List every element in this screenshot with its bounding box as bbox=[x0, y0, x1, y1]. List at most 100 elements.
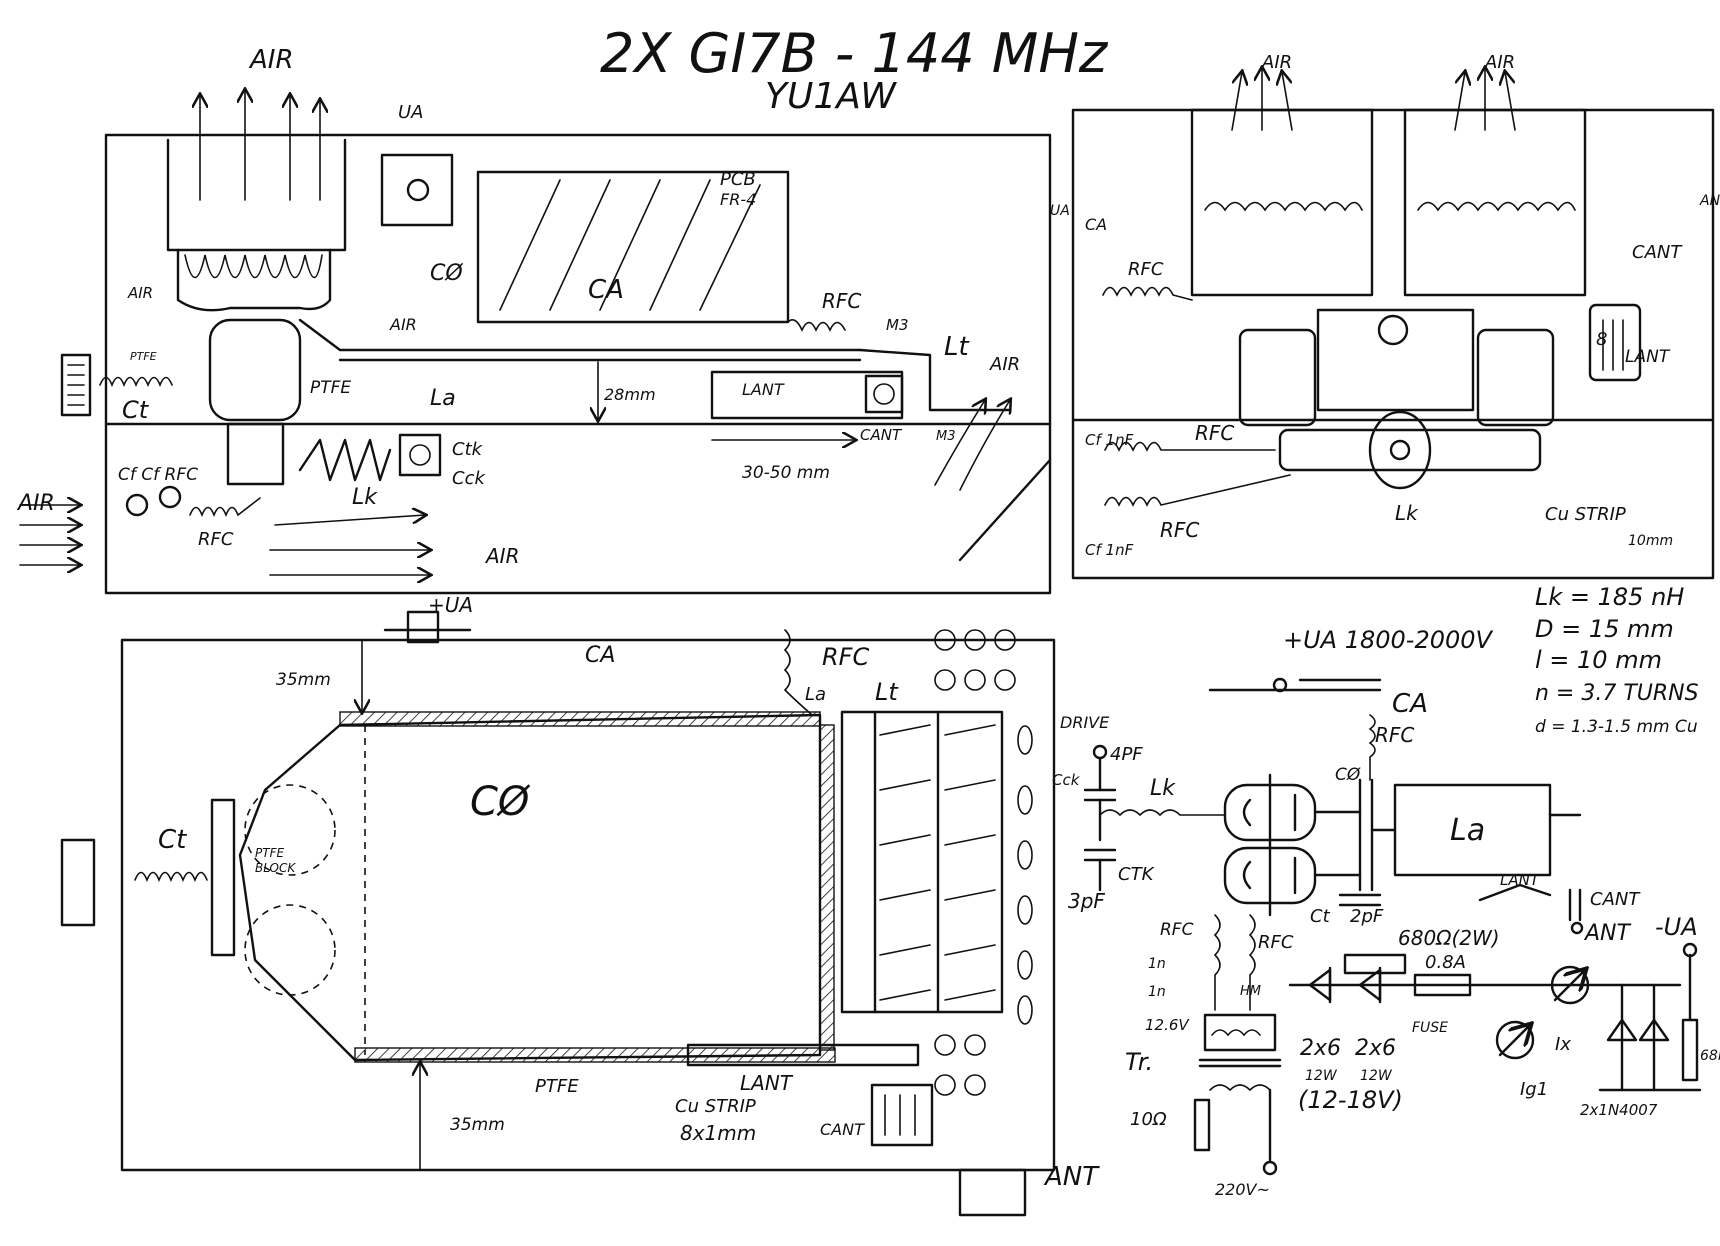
label-ig1: Ig1 bbox=[1520, 1079, 1548, 1100]
lk-schematic bbox=[1099, 809, 1226, 817]
ct-spring-top bbox=[134, 871, 208, 883]
label-rfc-top: RFC bbox=[822, 643, 869, 671]
resistor-680-ohm bbox=[1343, 953, 1407, 975]
label-ca: CA bbox=[588, 275, 624, 305]
label-ua: UA bbox=[398, 102, 424, 123]
schematic: +UA 1800-2000V CA RFC DRIVE 4PF Cck Lk C… bbox=[1052, 626, 1720, 1199]
label-lt-top: Lt bbox=[875, 678, 899, 706]
label-hm: HM bbox=[1240, 984, 1261, 999]
label-lk-schematic: Lk bbox=[1150, 776, 1176, 801]
label-lt: Lt bbox=[944, 332, 969, 362]
label-ct: Ct bbox=[122, 396, 150, 424]
label-cant-front: CANT bbox=[1632, 242, 1683, 263]
label-dim-35mm-top: 35mm bbox=[276, 670, 331, 690]
label-la-schematic: La bbox=[1450, 813, 1485, 848]
author-callsign: YU1AW bbox=[765, 76, 897, 117]
label-air-front-1: AIR bbox=[1261, 52, 1292, 73]
lt-strip bbox=[858, 348, 1012, 412]
rfc-bottom-coil bbox=[189, 497, 261, 518]
label-3pf: 3pF bbox=[1068, 889, 1105, 913]
label-zener-range: (12-18V) bbox=[1298, 1086, 1403, 1114]
ua-terminal bbox=[406, 610, 440, 644]
ct-knob[interactable] bbox=[60, 353, 92, 417]
mains-terminal bbox=[1262, 1160, 1278, 1176]
label-rfc-front-3: RFC bbox=[1160, 518, 1199, 542]
label-c0-top: CØ bbox=[470, 779, 531, 825]
cant-cap bbox=[864, 374, 904, 414]
label-plus-ua: +UA bbox=[428, 593, 473, 617]
label-ct-schematic: Ct bbox=[1310, 906, 1331, 927]
label-ptfe-block-1: PTFE bbox=[255, 846, 284, 860]
ptfe-block bbox=[210, 798, 236, 957]
c0-plate bbox=[238, 713, 822, 1062]
label-fr4: FR-4 bbox=[720, 190, 756, 209]
ant-terminal bbox=[1570, 921, 1584, 935]
ua-feedthrough bbox=[380, 153, 454, 227]
label-ctk-schematic: CTK bbox=[1118, 864, 1155, 885]
label-lk: Lk bbox=[352, 485, 378, 510]
ptfe-bottom-strip bbox=[354, 1047, 836, 1063]
label-ptfe: PTFE bbox=[310, 378, 351, 398]
label-m3: M3 bbox=[886, 316, 909, 334]
resistor-68k bbox=[1681, 1018, 1699, 1082]
lant-schematic bbox=[1478, 883, 1552, 902]
transformer-primary bbox=[1209, 1084, 1271, 1092]
top-view-chassis bbox=[120, 638, 1056, 1172]
spec-turns: n = 3.7 TURNS bbox=[1535, 681, 1699, 706]
label-lk-front: Lk bbox=[1395, 501, 1419, 525]
label-cu-strip-top: Cu STRIP bbox=[675, 1096, 756, 1117]
label-air: AIR bbox=[248, 45, 294, 75]
label-lant-front: LANT bbox=[1625, 347, 1671, 367]
side-view-chassis bbox=[104, 133, 1052, 595]
label-12v: 12.6V bbox=[1145, 1016, 1190, 1034]
label-zener-2: 2x6 bbox=[1355, 1036, 1396, 1061]
label-1n-a: 1n bbox=[1148, 956, 1166, 972]
ptfe-side-strip bbox=[819, 724, 835, 1051]
label-rfc-k2: RFC bbox=[1258, 932, 1294, 953]
schematic-rfc-anode bbox=[1368, 714, 1376, 781]
label-cu-strip-front: Cu STRIP bbox=[1545, 504, 1626, 525]
drawing-title: 2X GI7B - 144 MHz bbox=[600, 22, 1109, 85]
label-c0-schematic: CØ bbox=[1335, 765, 1361, 785]
label-la: La bbox=[430, 386, 456, 411]
label-mains: 220V~ bbox=[1215, 1180, 1270, 1199]
label-ptfe-top: PTFE bbox=[535, 1076, 579, 1097]
label-cf-front-bottom: Cf 1nF bbox=[1085, 541, 1134, 559]
label-ptfe-small: PTFE bbox=[130, 350, 157, 363]
resistor-10-ohm bbox=[1193, 1098, 1211, 1152]
cu-strip-lk bbox=[1278, 428, 1542, 472]
label-dim-8: 8 bbox=[1596, 329, 1607, 350]
front-cant bbox=[1588, 303, 1642, 382]
label-dim-30-50: 30-50 mm bbox=[742, 463, 830, 483]
label-cant: CANT bbox=[860, 426, 903, 444]
tube-right-body bbox=[1476, 328, 1555, 427]
label-diodes: 2x1N4007 bbox=[1580, 1101, 1658, 1119]
label-pcb: PCB bbox=[720, 169, 756, 190]
tube-right-housing bbox=[1403, 108, 1587, 297]
rfc-filament-2 bbox=[1248, 914, 1256, 1011]
label-minus-ua: -UA bbox=[1655, 913, 1698, 941]
label-ca-front: CA bbox=[1085, 215, 1107, 234]
ctk-cap[interactable] bbox=[398, 433, 442, 477]
label-drive: DRIVE bbox=[1060, 713, 1110, 732]
label-2pf: 2pF bbox=[1350, 906, 1384, 927]
label-la-top: La bbox=[805, 684, 826, 705]
label-dim-28mm: 28mm bbox=[604, 385, 656, 404]
ct-knob-top[interactable] bbox=[60, 838, 96, 927]
spec-lk: Lk = 185 nH bbox=[1535, 583, 1684, 611]
spec-diameter: D = 15 mm bbox=[1535, 615, 1674, 643]
label-ct-top: Ct bbox=[158, 825, 187, 855]
label-zener-p2: 12W bbox=[1360, 1068, 1393, 1084]
tube-housing bbox=[166, 138, 347, 252]
label-ua-supply: +UA 1800-2000V bbox=[1283, 626, 1494, 654]
label-zener-p1: 12W bbox=[1305, 1068, 1338, 1084]
label-rfc: RFC bbox=[822, 289, 861, 313]
label-rfc-front-2: RFC bbox=[1195, 421, 1234, 445]
label-cu-strip-width: 10mm bbox=[1628, 533, 1673, 549]
top-rfc-coil bbox=[783, 629, 813, 716]
label-air-mid: AIR bbox=[389, 315, 417, 334]
front-ca-block bbox=[1316, 308, 1475, 412]
anode-line-la bbox=[298, 318, 862, 352]
